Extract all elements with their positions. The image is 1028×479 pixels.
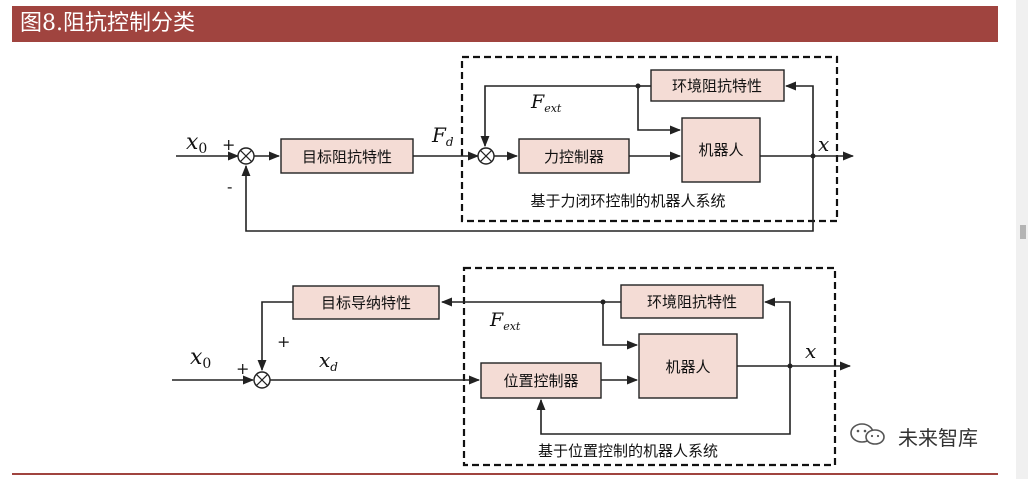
block-robot-2-label: 机器人 [665,358,710,376]
output-x-label-2: x [805,339,816,363]
input-x0-label-2: x0 [190,345,211,372]
sum1-minus: - [227,177,232,196]
watermark-text: 未来智库 [898,426,978,450]
block-environment-2-label: 环境阻抗特性 [647,293,737,311]
output-x-label-1: x [818,132,829,156]
sum3-plus-left: + [236,359,249,378]
force-system-caption: 基于力闭环控制的机器人系统 [530,192,725,210]
fext-label-1: Fext [530,91,562,115]
diagram-force-control: x0 + - 目标阻抗特性 Fd 力控制器 机器人 x [176,55,855,232]
xd-label: xd [319,348,338,374]
sum1-plus: + [222,135,235,154]
scrollbar-thumb[interactable] [1020,225,1026,239]
block-force-controller [518,138,630,174]
bottom-divider [12,473,998,475]
position-system-caption: 基于位置控制的机器人系统 [538,442,718,460]
block-position-controller-label: 位置控制器 [503,372,578,390]
block-target-impedance [280,138,414,174]
sum-junction-3 [253,371,271,389]
scrollbar[interactable] [1016,0,1028,479]
fext-label-2: Fext [489,309,521,333]
block-robot-1 [681,117,761,183]
block-target-admittance-label: 目标导纳特性 [321,294,411,312]
input-x0-label: x0 [186,130,207,157]
sum3-plus-top: + [277,332,290,351]
block-force-controller-label: 力控制器 [544,148,604,166]
block-environment-1-label: 环境阻抗特性 [672,77,762,95]
force-system-boundary [460,55,839,223]
sum-junction-1 [237,147,255,165]
position-system-boundary [462,266,837,467]
block-target-impedance-label: 目标阻抗特性 [302,148,392,166]
block-robot-1-label: 机器人 [698,141,743,159]
sum-junction-2 [477,147,495,165]
fd-label: Fd [431,123,454,149]
diagram-position-control: x0 + + xd 位置控制器 机器人 x 环境阻抗特性 Fext [172,266,852,467]
title-bar: 图8.阻抗控制分类 [12,6,998,42]
block-robot-2 [638,333,738,399]
block-target-admittance [292,285,440,320]
wechat-icon [850,423,885,445]
figure-title: 图8.阻抗控制分类 [20,11,195,36]
